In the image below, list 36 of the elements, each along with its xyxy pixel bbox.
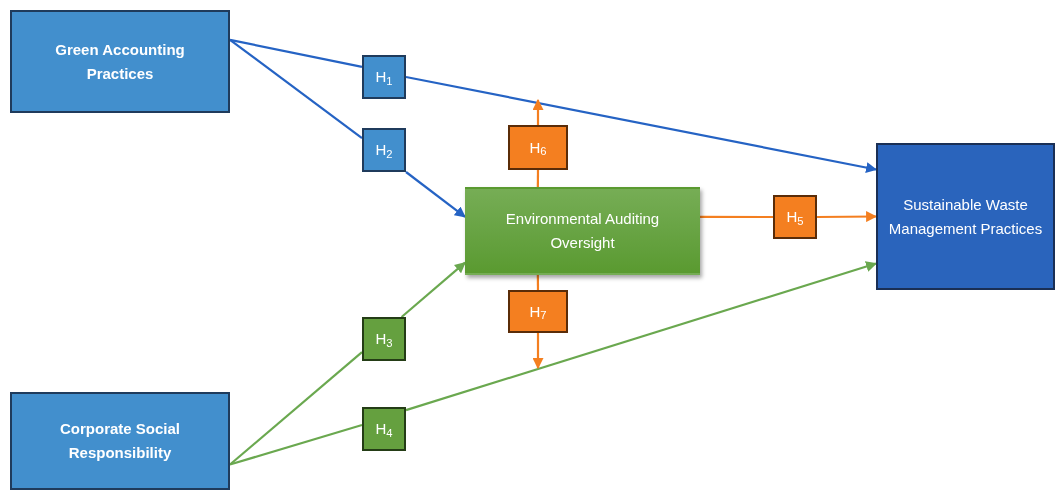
connector-line [229,39,363,139]
arrow [405,75,878,173]
hypothesis-box [508,290,568,333]
arrow [532,98,544,125]
hypothesis-box [362,407,406,451]
arrow [817,211,878,223]
node-text: Sustainable Waste Management Practices [887,194,1044,239]
node-text: Corporate Social Responsibility [59,419,181,463]
hypothesis-box [362,317,406,361]
node-text: H$_{2}$ [375,140,393,162]
construct-box [10,10,230,113]
node-text: H$_{6}$ [529,137,547,160]
node-text: H$_{3}$ [375,329,393,351]
construct-box [876,143,1055,290]
arrow [400,261,466,318]
hypothesis-box [362,55,406,99]
connector-line [536,170,540,187]
connector-line [229,351,363,466]
connector-line [229,424,363,466]
arrow [405,171,466,218]
arrow [532,333,544,370]
hypothesis-box [508,125,568,170]
arrow [405,261,878,412]
node-text: H$_{7}$ [529,301,547,324]
hypothesis-box [362,128,406,172]
node-text: Environmental Auditing Oversight [504,209,661,253]
connector-line [229,38,363,68]
node-text: Green Accounting Practices [54,39,186,84]
node-text: H$_{4}$ [375,419,393,441]
node-text: H$_{5}$ [786,207,804,229]
hypothesis-box [773,195,817,239]
mediator-box [465,187,700,275]
node-text: H$_{1}$ [375,67,393,89]
connector-line [536,275,540,290]
connector-line [700,215,773,219]
construct-box [10,392,230,490]
